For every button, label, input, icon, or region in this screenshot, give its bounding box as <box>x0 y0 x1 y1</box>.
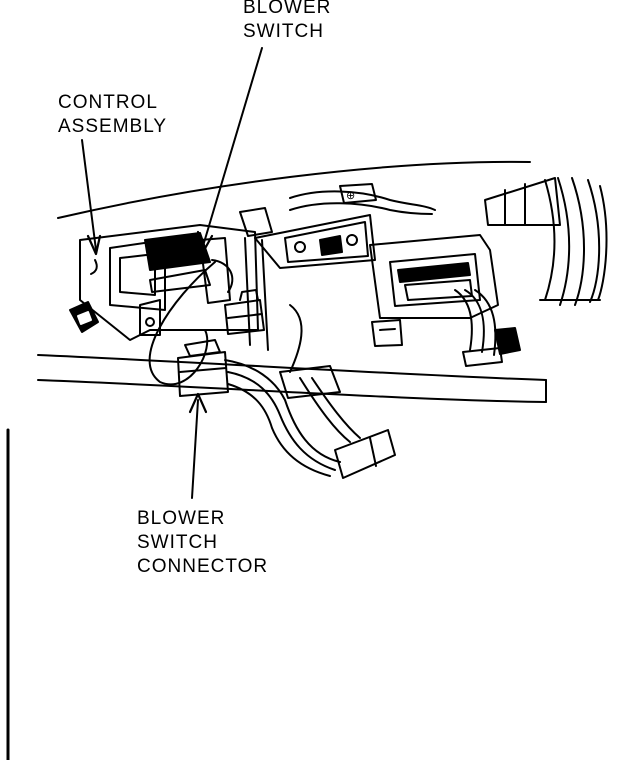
dashboard-rail <box>37 354 547 381</box>
dashboard-rail-lower <box>37 379 547 403</box>
label-line: CONTROL <box>58 92 158 113</box>
leader-control-assembly <box>81 139 97 251</box>
blower-switch-connector <box>177 339 229 397</box>
label-line: CONNECTOR <box>137 556 269 577</box>
leader-control-assembly-head <box>86 234 102 256</box>
dashboard-top-edge <box>57 160 531 219</box>
label-blower-switch-connector: BLOWER SWITCH CONNECTOR <box>137 507 268 579</box>
leader-blower-switch-head <box>196 230 214 254</box>
label-blower-switch: BLOWER SWITCH <box>243 0 331 44</box>
center-panel <box>239 207 376 351</box>
connector-loop-wire-2 <box>289 304 303 373</box>
top-cable: ⊕ <box>289 183 436 215</box>
label-line: BLOWER <box>243 0 332 18</box>
blower-switch-body <box>199 237 234 304</box>
label-line: ASSEMBLY <box>58 116 168 137</box>
leader-connector-head <box>188 392 208 414</box>
label-line: SWITCH <box>243 21 324 42</box>
label-line: SWITCH <box>137 532 218 553</box>
center-connector <box>224 289 265 335</box>
right-module <box>369 234 499 347</box>
leader-connector <box>191 399 199 499</box>
connector-harness <box>224 359 396 479</box>
label-control-assembly: CONTROL ASSEMBLY <box>58 91 167 139</box>
connector-mark: ⊕ <box>346 190 355 202</box>
leader-blower-switch <box>202 47 263 247</box>
right-module-wires <box>454 289 521 367</box>
label-line: BLOWER <box>137 508 226 529</box>
right-harness <box>484 177 608 306</box>
